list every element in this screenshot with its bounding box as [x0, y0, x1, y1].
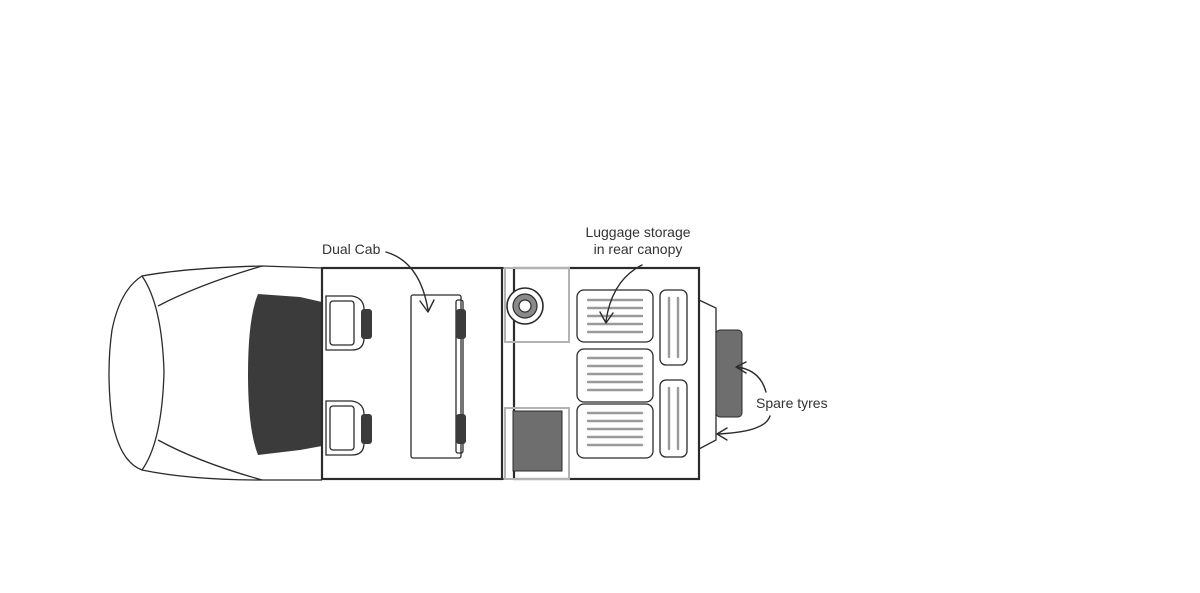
luggage-label-line1: Luggage storage: [585, 224, 690, 240]
spare-tyres-arrow-upper: [736, 366, 767, 393]
rear-bench-seat: [410, 294, 466, 459]
rear-canopy-box: [512, 266, 701, 481]
luggage-box-3: [576, 403, 654, 459]
luggage-label-line2: in rear canopy: [594, 241, 683, 257]
bottom-compartment-outline: [504, 407, 570, 480]
front-seat-top: [325, 295, 372, 351]
dual-cab-arrow: [385, 251, 429, 311]
fridge-box: [512, 410, 563, 472]
spare-tyres-arrowhead-upper: [735, 361, 747, 374]
top-compartment-outline: [504, 267, 570, 343]
front-seat-bottom: [325, 400, 372, 456]
spare-tyres-arrowhead-lower: [716, 427, 728, 441]
luggage-box-1: [576, 289, 654, 343]
rear-tailgate: [698, 299, 717, 450]
narrow-storage-top: [659, 289, 688, 366]
vehicle-nose: [108, 265, 323, 481]
dual-cab-box: [320, 266, 504, 481]
dual-cab-label: Dual Cab: [322, 241, 381, 257]
narrow-storage-bottom: [659, 379, 688, 458]
spare-tyre: [715, 329, 743, 418]
luggage-arrowhead: [599, 311, 614, 324]
spare-tyres-label: Spare tyres: [756, 395, 828, 411]
luggage-arrow: [605, 264, 643, 322]
round-sink: [506, 287, 544, 325]
spare-tyres-arrow-lower: [717, 415, 771, 435]
dual-cab-arrowhead: [419, 299, 435, 313]
windscreen: [248, 294, 322, 455]
luggage-box-2: [576, 348, 654, 403]
